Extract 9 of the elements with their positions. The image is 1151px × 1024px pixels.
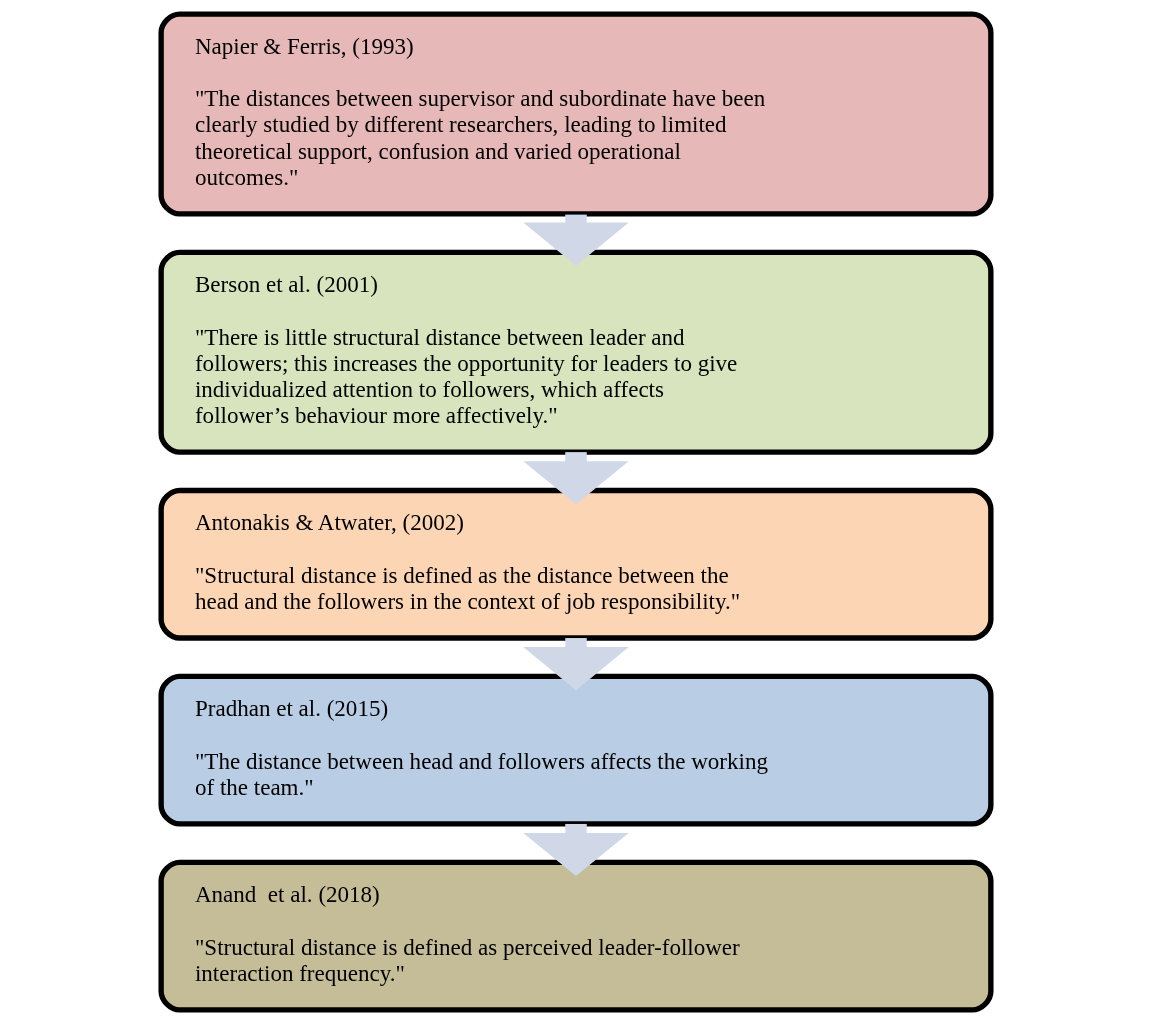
node-box: Antonakis & Atwater, (2002) "Structural distance is defined as the distance between the head and the followers in the context of job responsibility."	[157, 487, 994, 641]
node-box: Berson et al. (2001) "There is little structural distance between leader and followers; this increases the opportunity for leaders to give individualized attention to followers, which affects follower’s behaviour more affectively."	[157, 249, 994, 455]
node-box: Anand et al. (2018) "Structural distance is defined as perceived leader-follower interaction frequency."	[157, 859, 994, 1013]
node-box: Pradhan et al. (2015) "The distance between head and followers affects the working of the team."	[157, 673, 994, 827]
arrow	[522, 214, 629, 266]
node-box: Napier & Ferris, (1993) "The distances between supervisor and subordinate have been clearly studied by different researchers, leading to limited theoretical support, confusion and varied operational outcomes."	[157, 11, 994, 217]
arrow	[522, 823, 629, 877]
arrow	[522, 452, 629, 505]
arrow	[522, 638, 629, 691]
